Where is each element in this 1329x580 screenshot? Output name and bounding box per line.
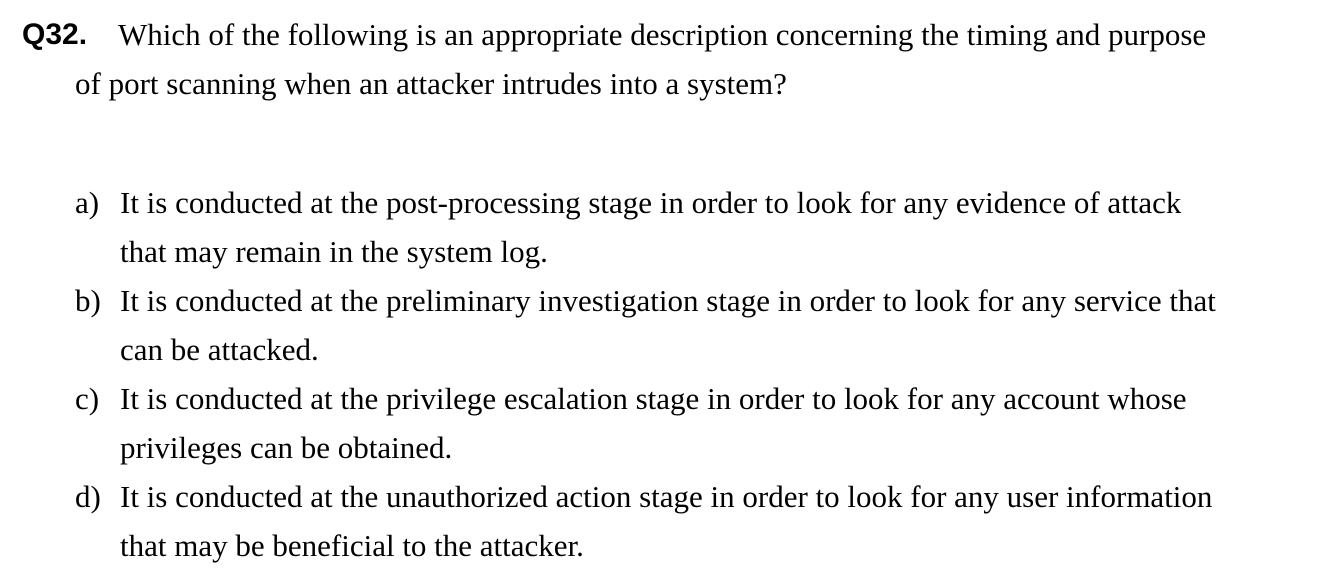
option-d: d) It is conducted at the unauthorized a… (0, 472, 1329, 570)
option-a-marker: a) (75, 185, 100, 220)
option-c-text-line: privileges can be obtained. (120, 430, 453, 465)
option-d-text-line: It is conducted at the unauthorized acti… (120, 479, 1213, 514)
question-number: Q32. (22, 18, 88, 51)
question-text-line: Which of the following is an appropriate… (118, 17, 1207, 52)
option-c: c) It is conducted at the privilege esca… (0, 374, 1329, 472)
option-c-marker: c) (75, 381, 100, 416)
option-d-text-line: that may be beneficial to the attacker. (120, 528, 584, 563)
option-b: b) It is conducted at the preliminary in… (0, 276, 1329, 374)
option-b-marker: b) (75, 283, 101, 318)
option-a: a) It is conducted at the post-processin… (0, 178, 1329, 276)
option-b-text-line: can be attacked. (120, 332, 319, 367)
option-b-text-line: It is conducted at the preliminary inves… (120, 283, 1216, 318)
question-block: Q32. Which of the following is an approp… (0, 10, 1329, 108)
question-text-line: of port scanning when an attacker intrud… (75, 66, 787, 101)
option-a-text-line: It is conducted at the post-processing s… (120, 185, 1182, 220)
option-d-marker: d) (75, 479, 101, 514)
option-a-text-line: that may remain in the system log. (120, 234, 548, 269)
option-c-text-line: It is conducted at the privilege escalat… (120, 381, 1187, 416)
spacer (0, 108, 1329, 178)
